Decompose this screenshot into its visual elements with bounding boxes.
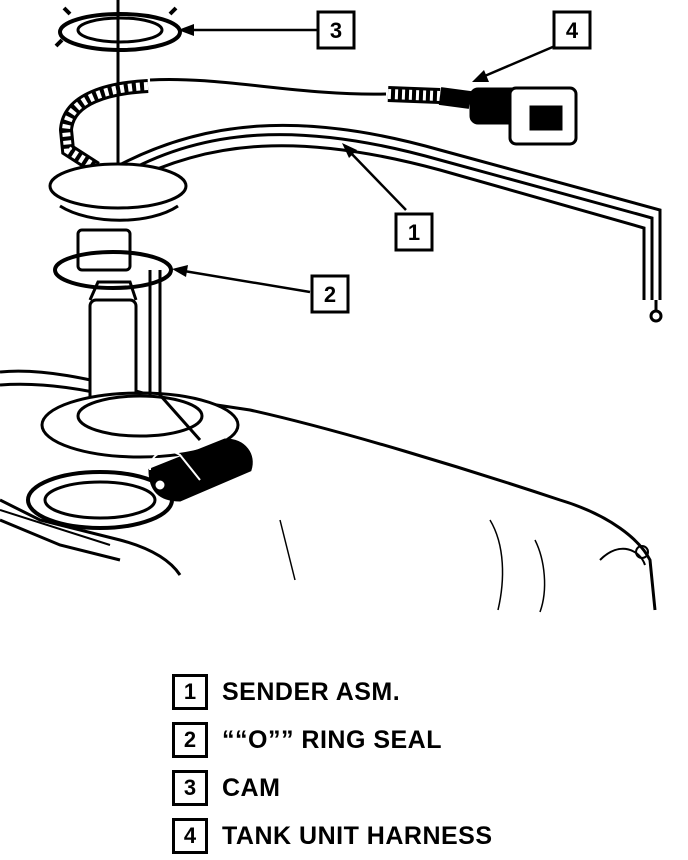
callout-box-4: 4 <box>552 10 592 50</box>
legend-item-2: 2 ““O”” RING SEAL <box>172 716 592 764</box>
sender-assembly <box>40 162 253 502</box>
fuel-tank <box>0 369 657 613</box>
leader-lines <box>177 28 556 294</box>
callout-box-1: 1 <box>394 212 434 252</box>
leader-arrow-1 <box>347 149 407 211</box>
callout-number-3: 3 <box>330 18 342 43</box>
callout-number-4: 4 <box>566 18 579 43</box>
leader-arrow-4 <box>479 44 556 80</box>
cam-ring <box>54 6 182 52</box>
legend-label-1: SENDER ASM. <box>222 677 401 706</box>
legend-number-3: 3 <box>172 770 208 806</box>
callout-box-2: 2 <box>310 274 350 314</box>
legend-number-4: 4 <box>172 818 208 854</box>
legend-item-4: 4 TANK UNIT HARNESS <box>172 812 592 860</box>
legend-label-4: TANK UNIT HARNESS <box>222 821 493 850</box>
legend: 1 SENDER ASM. 2 ““O”” RING SEAL 3 CAM 4 … <box>172 668 592 860</box>
tank-unit-harness <box>387 86 578 146</box>
callout-number-1: 1 <box>408 220 420 245</box>
legend-label-2: ““O”” RING SEAL <box>222 725 443 754</box>
leader-arrow-2 <box>177 268 311 294</box>
o-ring-seal <box>53 250 173 290</box>
callout-number-2: 2 <box>324 282 336 307</box>
legend-number-2: 2 <box>172 722 208 758</box>
sender-lines <box>58 0 663 323</box>
leader-arrowheads <box>172 24 489 277</box>
legend-number-1: 1 <box>172 674 208 710</box>
legend-label-3: CAM <box>222 773 281 802</box>
legend-item-3: 3 CAM <box>172 764 592 812</box>
callout-box-3: 3 <box>316 10 356 50</box>
legend-item-1: 1 SENDER ASM. <box>172 668 592 716</box>
